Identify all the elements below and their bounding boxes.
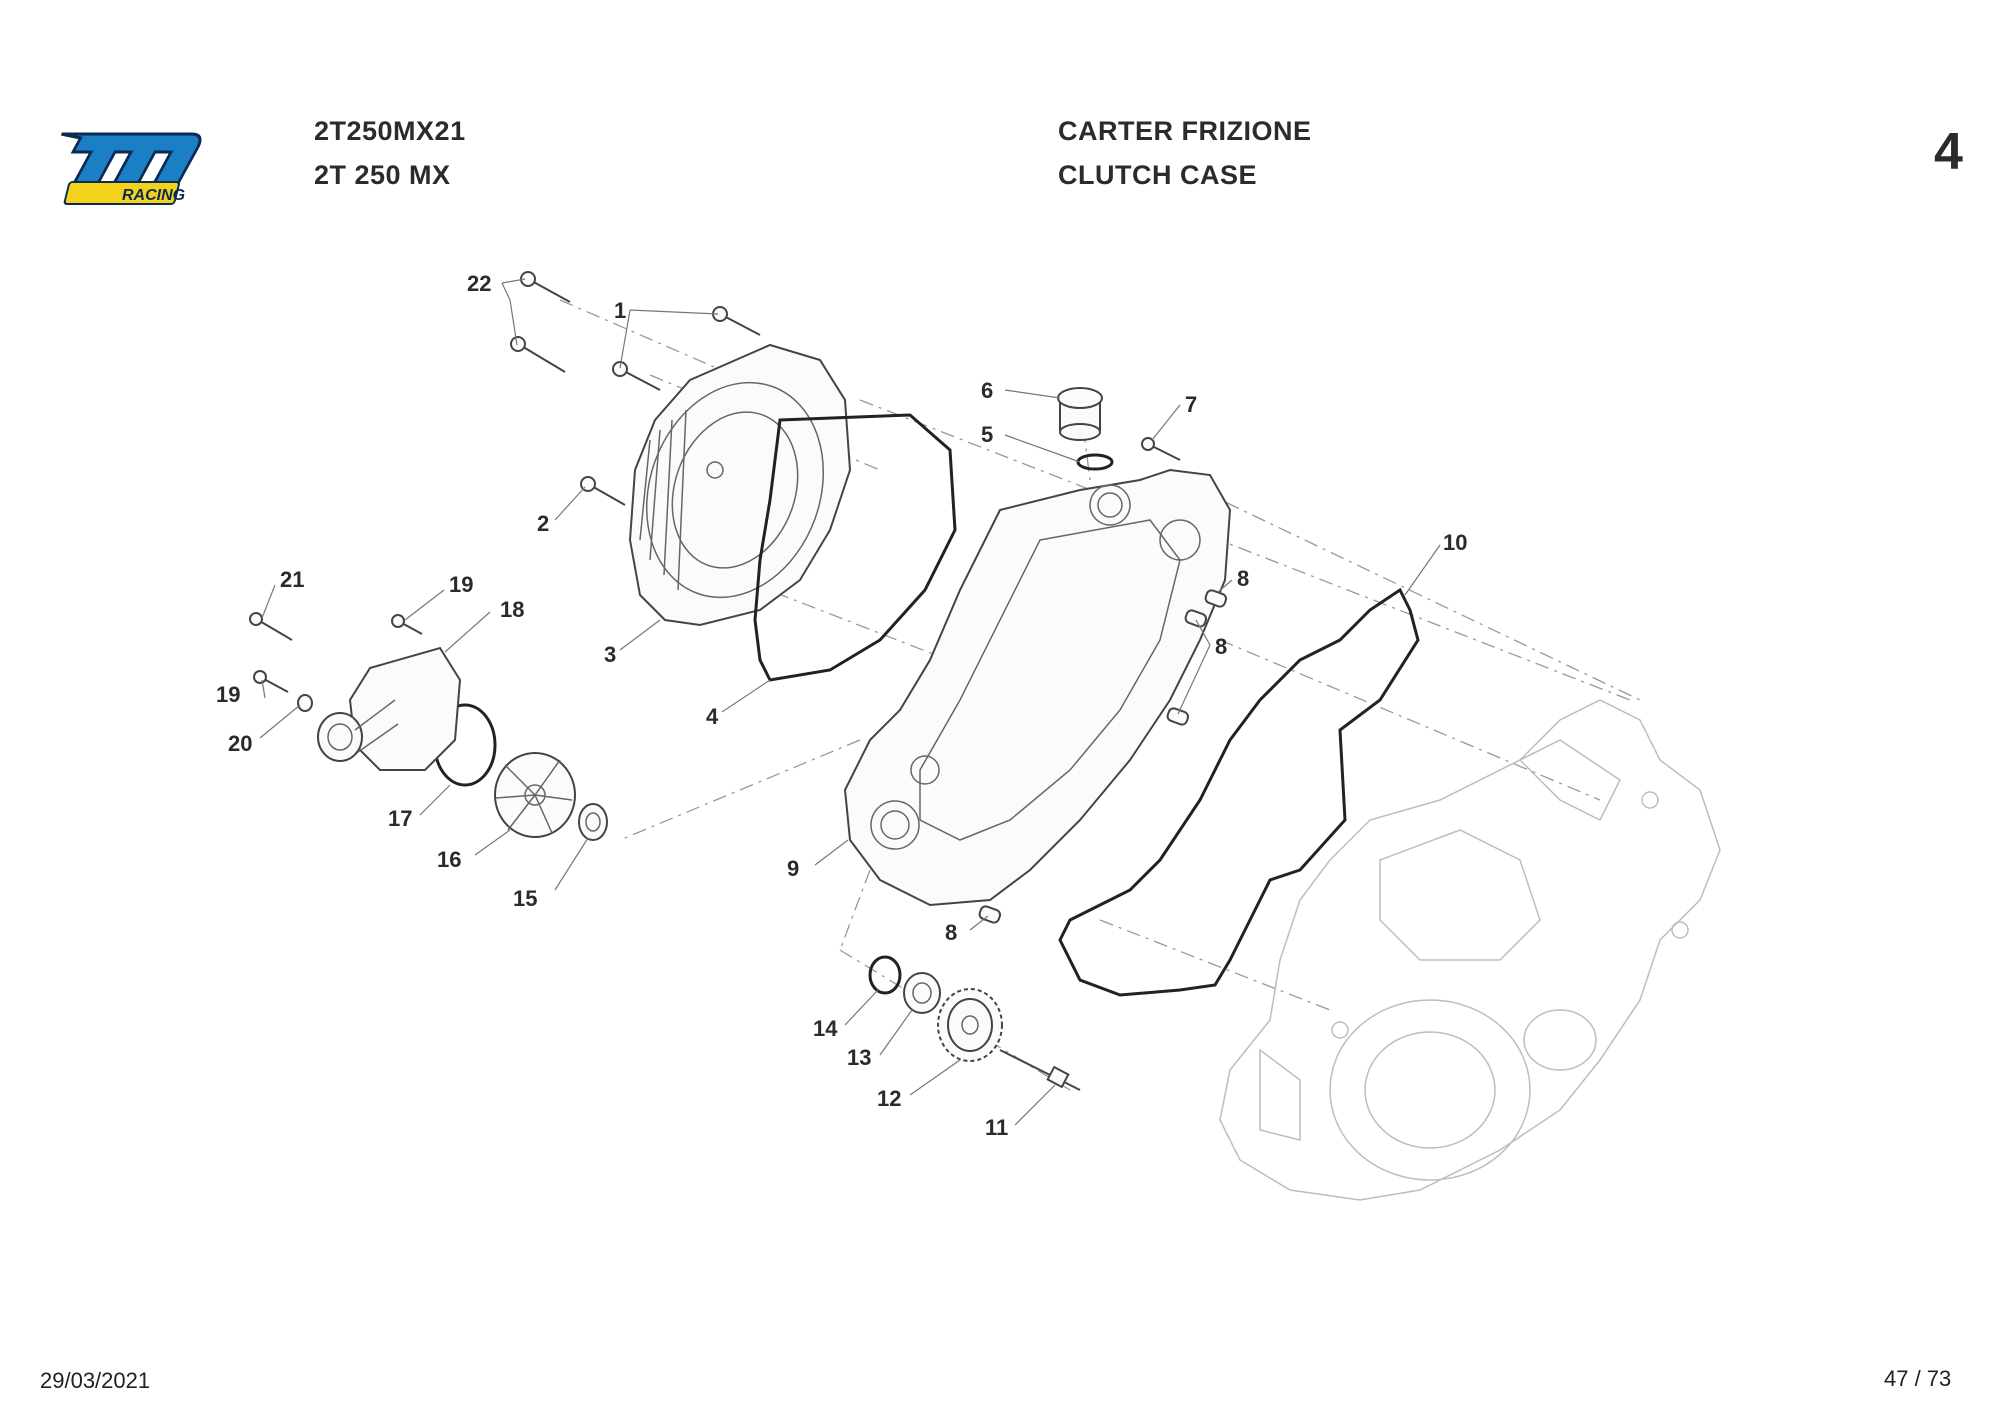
callout-16: 16 [437, 847, 461, 872]
callout-6: 6 [981, 378, 993, 403]
bolt-21 [249, 612, 293, 641]
callout-5: 5 [981, 422, 993, 447]
bolt-22-lower [510, 336, 566, 373]
callout-9: 9 [787, 856, 799, 881]
section-number: 4 [1934, 123, 1963, 181]
circlip-14 [868, 955, 902, 995]
svg-text:RACING: RACING [122, 187, 185, 204]
callout-4: 4 [706, 704, 719, 729]
bolt-2 [580, 476, 626, 506]
clutch-case-housing [843, 468, 1232, 907]
model-name: 2T 250 MX [314, 160, 451, 190]
crankcase-gasket [1058, 587, 1420, 997]
pump-cover-18 [317, 646, 462, 771]
shaft-seal-15 [578, 803, 608, 841]
impeller-16 [494, 752, 576, 838]
callout-11: 11 [985, 1115, 1008, 1140]
callout-7: 7 [1185, 392, 1197, 417]
bolt-1-upper [712, 306, 761, 336]
cover-gasket [753, 413, 957, 682]
callout-19-upper: 19 [449, 572, 473, 597]
bolt-19-lower [253, 670, 289, 693]
plug-o-ring [1076, 453, 1114, 471]
callout-2: 2 [537, 511, 549, 536]
callout-15: 15 [513, 886, 537, 911]
bolt-22-upper [520, 271, 571, 303]
callout-13: 13 [847, 1045, 871, 1070]
callout-12: 12 [877, 1086, 901, 1111]
dowel-8a [1204, 589, 1228, 608]
pump-gear-12 [937, 988, 1003, 1062]
clutch-cover [628, 343, 852, 627]
oil-filler-plug [1057, 387, 1103, 441]
callout-10: 10 [1443, 530, 1467, 555]
model-code: 2T250MX21 [314, 116, 466, 146]
leader-lines [259, 278, 1441, 1126]
print-date: 29/03/2021 [40, 1368, 151, 1393]
title-english: CLUTCH CASE [1058, 160, 1257, 190]
bolt-19-upper [391, 614, 423, 635]
bearing-13 [903, 972, 941, 1014]
callout-8c: 8 [945, 920, 957, 945]
callout-21: 21 [280, 567, 304, 592]
title-italian: CARTER FRIZIONE [1058, 116, 1312, 146]
callout-14: 14 [813, 1016, 838, 1041]
callout-20: 20 [228, 731, 252, 756]
screw-7 [1141, 437, 1181, 461]
washer-20 [297, 694, 313, 712]
callout-17: 17 [388, 806, 412, 831]
dowel-8b [1184, 609, 1208, 628]
callout-3: 3 [604, 642, 616, 667]
crankcase-outline [1219, 699, 1721, 1201]
callout-19-lower: 19 [216, 682, 240, 707]
bolt-1-lower [612, 361, 661, 391]
callout-18: 18 [500, 597, 524, 622]
tm-racing-logo: RACING [60, 132, 202, 205]
pump-shaft-11 [999, 1049, 1081, 1091]
callout-1: 1 [614, 298, 626, 323]
callout-22: 22 [467, 271, 491, 296]
dowel-8c [1166, 707, 1190, 726]
page-indicator: 47 / 73 [1884, 1366, 1952, 1391]
callout-8a: 8 [1237, 566, 1249, 591]
callout-8b: 8 [1215, 634, 1227, 659]
